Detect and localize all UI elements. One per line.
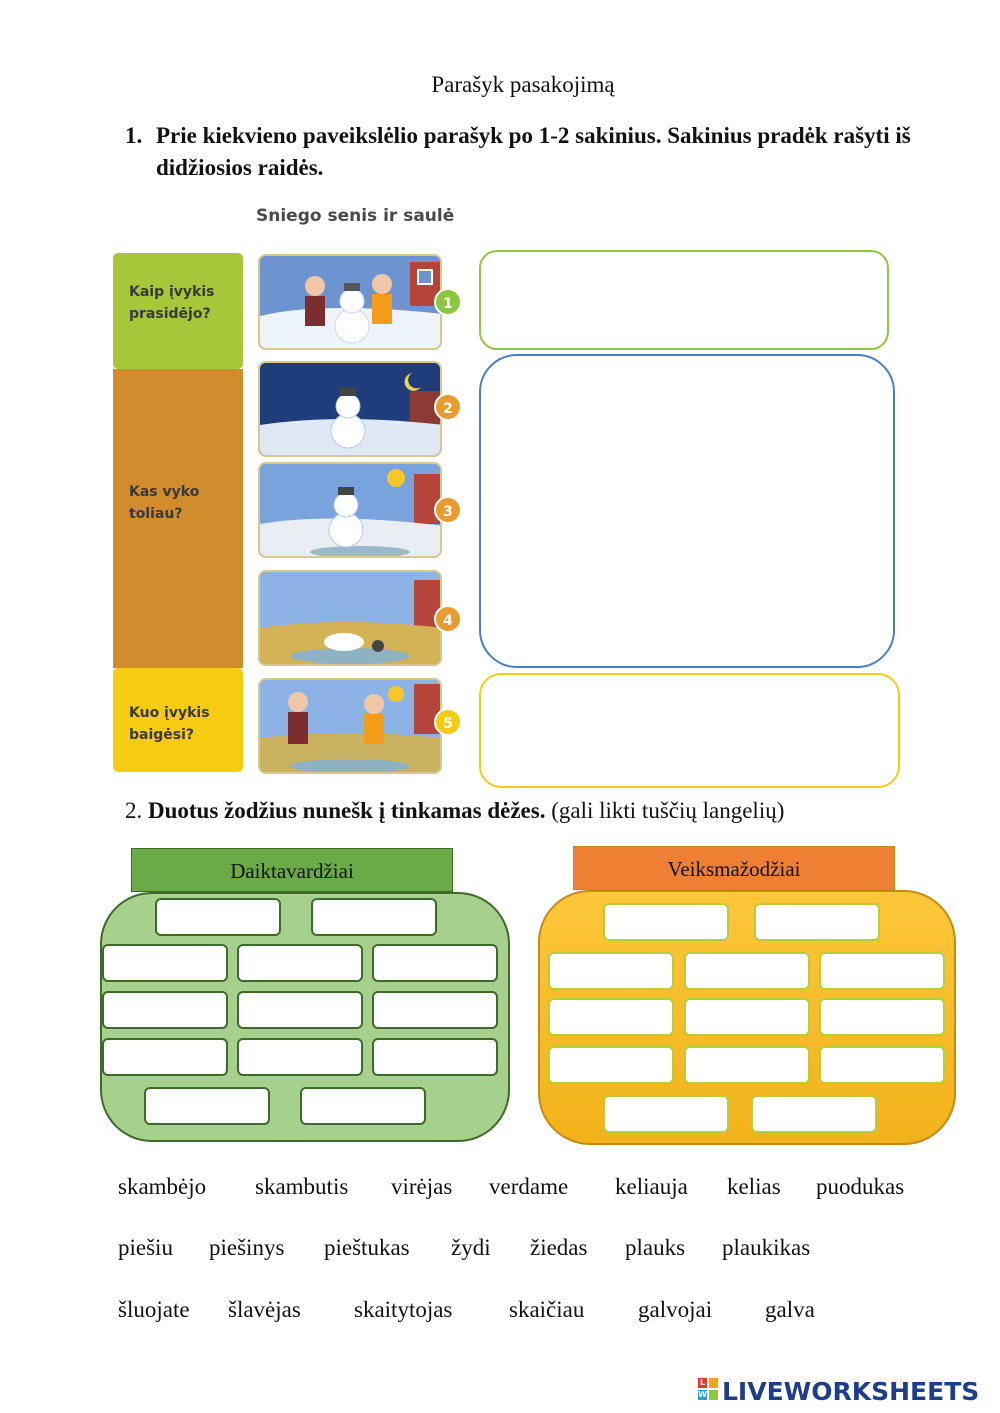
word-chip[interactable]: plauks (625, 1235, 686, 1260)
answer-ending[interactable] (479, 673, 900, 788)
logo-icon-letter: L (698, 1378, 707, 1388)
word-chip[interactable]: plaukikas (722, 1235, 811, 1260)
drop-slot[interactable] (603, 1095, 729, 1133)
drop-slot[interactable] (548, 1046, 674, 1084)
task-2-number: 2. (125, 798, 143, 823)
picture-3 (258, 462, 442, 558)
drop-slot[interactable] (155, 898, 281, 936)
word-chip[interactable]: skaičiau (509, 1297, 585, 1322)
liveworksheets-icon: L W (698, 1378, 718, 1402)
word-chip[interactable]: skambutis (255, 1174, 349, 1199)
word-chip[interactable]: keliauja (615, 1174, 688, 1199)
stage-ending-label: Kuo įvykis baigėsi? (129, 705, 210, 743)
drop-slot[interactable] (548, 952, 674, 990)
logo-icon-tile (709, 1390, 718, 1400)
word-chip[interactable]: piešinys (209, 1235, 285, 1260)
drop-slot[interactable] (684, 998, 810, 1036)
stage-ending: Kuo įvykis baigėsi? (113, 668, 243, 772)
drop-slot[interactable] (819, 952, 945, 990)
stage-beginning-label: Kaip įvykis prasidėjo? (129, 284, 215, 322)
drop-slot[interactable] (102, 944, 228, 982)
drop-slot[interactable] (754, 903, 880, 941)
picture-3-badge: 3 (434, 496, 462, 524)
word-chip[interactable]: verdame (489, 1174, 569, 1199)
word-chip[interactable]: puodukas (816, 1174, 905, 1199)
logo-text-worksheets: WORKSHEETS (783, 1377, 980, 1406)
task-2-instruction: 2. Duotus žodžius nunešk į tinkamas dėže… (125, 798, 784, 824)
story-title: Sniego senis ir saulė (256, 206, 455, 226)
word-chip[interactable]: pieštukas (324, 1235, 410, 1260)
word-chip[interactable]: šluojate (118, 1297, 190, 1322)
word-chip[interactable]: galva (765, 1297, 815, 1322)
logo-icon-tile (709, 1378, 718, 1388)
word-chip[interactable]: galvojai (638, 1297, 713, 1322)
drop-slot[interactable] (603, 903, 729, 941)
picture-2-badge: 2 (434, 393, 462, 421)
drop-slot[interactable] (372, 991, 498, 1029)
word-chip[interactable]: žydi (451, 1235, 491, 1260)
stage-middle: Kas vyko toliau? (113, 369, 243, 668)
nouns-tab: Daiktavardžiai (131, 848, 453, 892)
answer-middle[interactable] (479, 354, 895, 668)
picture-1 (258, 254, 442, 350)
word-chip[interactable]: kelias (727, 1174, 781, 1199)
picture-2 (258, 361, 442, 457)
task-2-note: (gali likti tuščių langelių) (551, 798, 785, 823)
drop-slot[interactable] (102, 1038, 228, 1076)
verbs-tab: Veiksmažodžiai (573, 846, 895, 890)
drop-slot[interactable] (237, 991, 363, 1029)
drop-slot[interactable] (300, 1087, 426, 1125)
task-1-text: Prie kiekvieno paveikslėlio parašyk po 1… (156, 123, 911, 180)
word-chip[interactable]: žiedas (530, 1235, 588, 1260)
word-chip[interactable]: skaitytojas (354, 1297, 453, 1322)
picture-4-badge: 4 (434, 605, 462, 633)
drop-slot[interactable] (819, 1046, 945, 1084)
drop-slot[interactable] (237, 944, 363, 982)
drop-slot[interactable] (102, 991, 228, 1029)
picture-1-badge: 1 (434, 288, 462, 316)
picture-5 (258, 678, 442, 774)
drop-slot[interactable] (819, 998, 945, 1036)
drop-slot[interactable] (372, 944, 498, 982)
drop-slot[interactable] (548, 998, 674, 1036)
word-chip[interactable]: šlavėjas (228, 1297, 301, 1322)
logo-text-live: LIVE (722, 1377, 784, 1406)
word-chip[interactable]: piešiu (118, 1235, 173, 1260)
drop-slot[interactable] (311, 898, 437, 936)
drop-slot[interactable] (237, 1038, 363, 1076)
drop-slot[interactable] (751, 1095, 877, 1133)
page-title: Parašyk pasakojimą (431, 72, 615, 97)
drop-slot[interactable] (372, 1038, 498, 1076)
picture-4 (258, 570, 442, 666)
drop-slot[interactable] (684, 952, 810, 990)
drop-slot[interactable] (144, 1087, 270, 1125)
word-chip[interactable]: skambėjo (118, 1174, 207, 1199)
word-chip[interactable]: virėjas (391, 1174, 453, 1199)
answer-beginning[interactable] (479, 250, 889, 350)
task-1-number: 1. (125, 123, 143, 148)
logo-icon-letter: W (698, 1390, 707, 1400)
stage-middle-label: Kas vyko toliau? (129, 484, 200, 522)
task-2-bold-text: Duotus žodžius nunešk į tinkamas dėžes. (148, 798, 546, 823)
stage-beginning: Kaip įvykis prasidėjo? (113, 253, 243, 369)
drop-slot[interactable] (684, 1046, 810, 1084)
picture-5-badge: 5 (434, 708, 462, 736)
